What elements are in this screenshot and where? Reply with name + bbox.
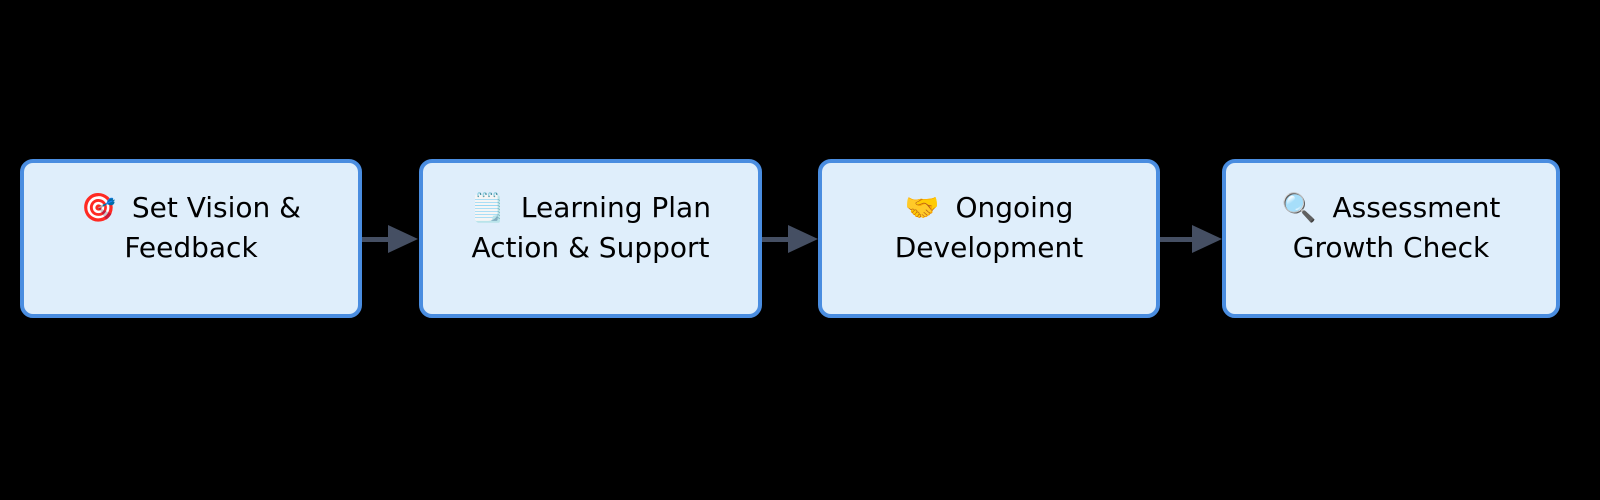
arrow-shaft [1160,237,1192,242]
node-label-line-1: 🎯 Set Vision & [24,188,358,228]
node-label-line-2: Action & Support [471,231,710,264]
flow-node-set-vision-feedback: 🎯 Set Vision & Feedback [20,159,362,318]
node-label-line-1: 🗒️ Learning Plan [423,188,758,228]
node-label-line-2: Growth Check [1292,231,1490,264]
target-icon: 🎯 [80,191,116,224]
arrowhead-right-icon [788,225,818,253]
arrow-shaft [362,237,388,242]
node-label-text: Learning Plan [520,191,711,224]
node-label-line-1: 🤝 Ongoing [822,188,1156,228]
node-label: 🔍 Assessment Growth Check [1226,188,1556,268]
node-label-text: Set Vision & [131,191,302,224]
node-label: 🤝 Ongoing Development [822,188,1156,268]
node-label-text: Ongoing [955,191,1074,224]
node-label-text: Assessment [1332,191,1501,224]
flow-node-learning-plan-action-support: 🗒️ Learning Plan Action & Support [419,159,762,318]
node-label-line-2: Development [894,231,1084,264]
notepad-icon: 🗒️ [470,191,505,224]
flow-node-ongoing-development: 🤝 Ongoing Development [818,159,1160,318]
arrowhead-right-icon [388,225,418,253]
arrow-shaft [762,237,788,242]
flow-node-assessment-growth-check: 🔍 Assessment Growth Check [1222,159,1560,318]
node-label: 🗒️ Learning Plan Action & Support [423,188,758,268]
node-label-line-2: Feedback [124,231,258,264]
node-label-line-1: 🔍 Assessment [1226,188,1556,228]
arrowhead-right-icon [1192,225,1222,253]
magnifier-icon: 🔍 [1281,191,1317,224]
node-label: 🎯 Set Vision & Feedback [24,188,358,268]
handshake-icon: 🤝 [904,191,940,224]
